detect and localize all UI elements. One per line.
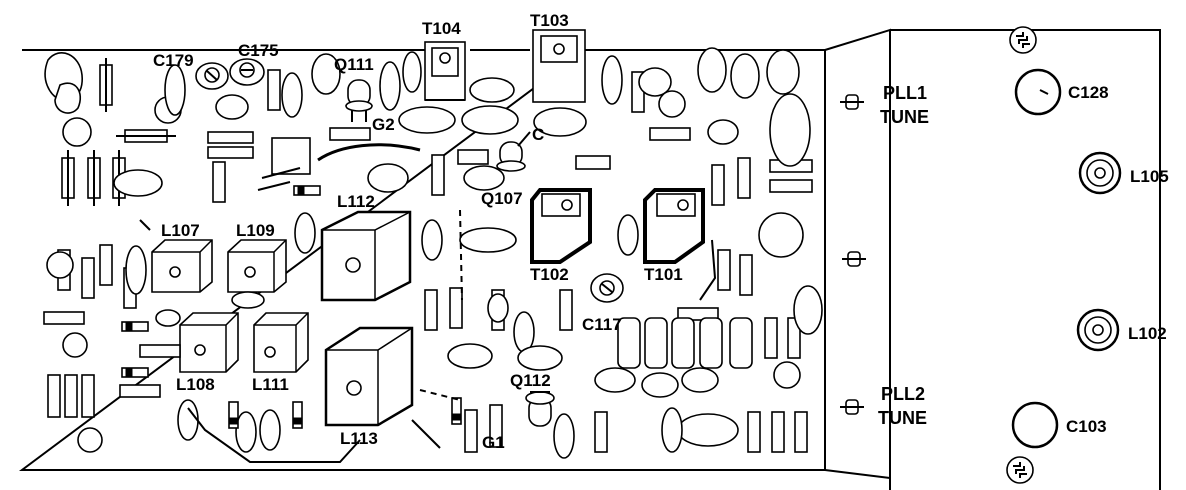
label-t101: T101	[644, 265, 683, 284]
label-g2: G2	[372, 115, 395, 134]
label-l112: L112	[337, 192, 375, 211]
label-l102: L102	[1128, 324, 1167, 343]
label-q112: Q112	[510, 371, 551, 390]
label-pll1-line2: TUNE	[880, 107, 929, 127]
label-pll2-line2: TUNE	[878, 408, 927, 428]
label-t103: T103	[530, 11, 569, 30]
transformer-t102	[530, 188, 592, 264]
label-l105: L105	[1130, 167, 1169, 186]
tune-adjuster-pll2	[840, 399, 864, 415]
transistor-q107	[496, 131, 531, 172]
label-c117: C117	[582, 315, 622, 334]
label-t102: T102	[530, 265, 569, 284]
tune-adjuster-pll1	[840, 94, 864, 110]
coil-l108	[179, 312, 239, 373]
label-g1: G1	[482, 433, 505, 452]
label-l108: L108	[176, 375, 215, 394]
transformer-t104	[424, 41, 466, 101]
label-pll1-line1: PLL1	[883, 83, 927, 103]
label-q111: Q111	[334, 55, 374, 74]
label-l109: L109	[236, 221, 275, 240]
capacitor-c128	[1014, 68, 1062, 116]
trimmer-c175	[229, 58, 265, 86]
trimmer-c117	[590, 273, 624, 303]
screw-top	[1009, 26, 1037, 54]
label-c: C	[532, 125, 544, 144]
diode-array	[121, 185, 462, 429]
label-c175: C175	[238, 41, 279, 60]
tune-adjuster-middle	[842, 251, 866, 267]
coil-l107	[151, 239, 213, 293]
label-l111: L111	[252, 375, 289, 394]
label-c103: C103	[1066, 417, 1107, 436]
side-panel-outline	[824, 28, 1161, 490]
coil-l109	[227, 239, 287, 293]
trace-lines	[139, 143, 717, 463]
label-q107: Q107	[481, 189, 523, 208]
transformer-t101	[643, 188, 705, 264]
capacitor-array	[44, 47, 823, 459]
label-pll2-line1: PLL2	[881, 384, 925, 404]
capacitor-c103	[1011, 401, 1059, 449]
label-l113: L113	[340, 429, 378, 448]
trimmer-c179	[195, 62, 229, 90]
coil-l113	[324, 326, 414, 427]
label-l107: L107	[161, 221, 200, 240]
coil-l111	[253, 312, 309, 373]
label-t104: T104	[422, 19, 461, 38]
coil-l112	[320, 210, 412, 302]
transistor-q111	[345, 79, 373, 122]
label-c128: C128	[1068, 83, 1109, 102]
screw-bottom	[1006, 456, 1034, 484]
transistor-q112	[525, 391, 555, 427]
label-c179: C179	[153, 51, 194, 70]
chip-component-blocks	[271, 137, 753, 369]
transformer-t103	[532, 29, 586, 103]
coil-l105	[1078, 151, 1122, 195]
coil-l102	[1076, 308, 1120, 352]
